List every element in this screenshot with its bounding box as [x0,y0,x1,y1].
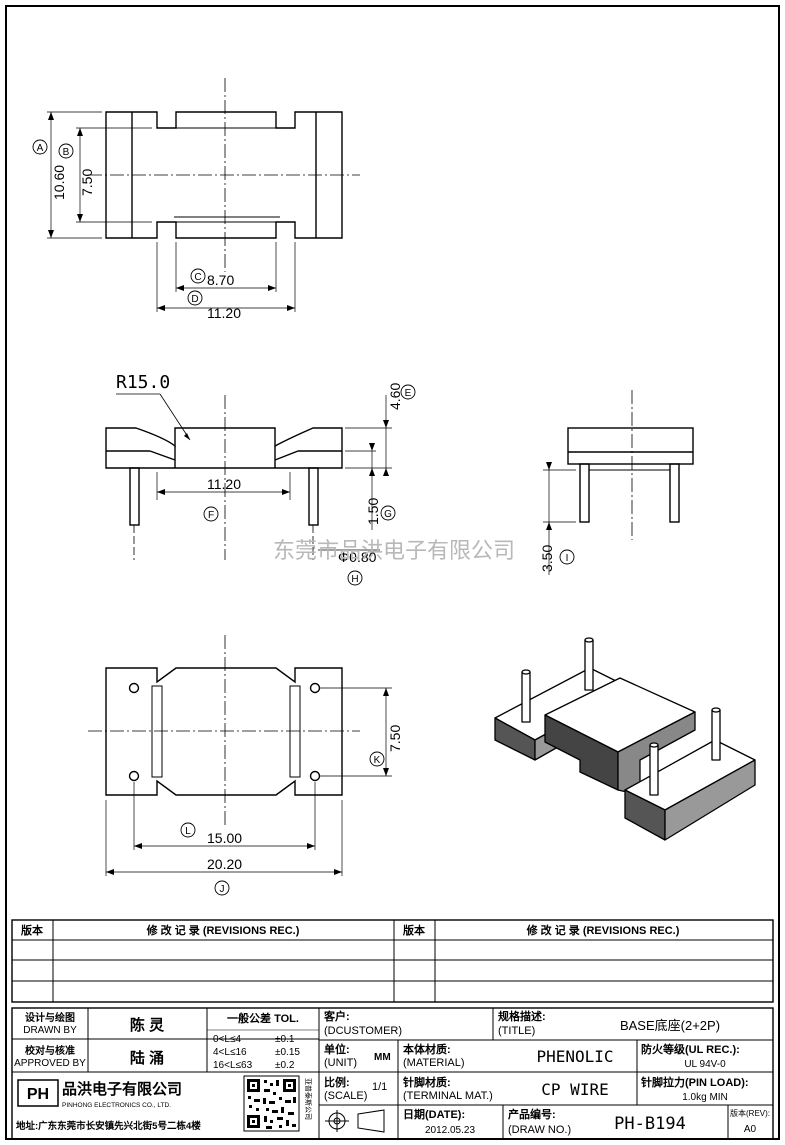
top-view-balloons [32,139,206,306]
qr-caption: 亚普泰斯公司 [304,1078,313,1120]
front-view-balloons [203,384,416,586]
designer-name: 陈 灵 [130,1016,165,1034]
dim-f-value: 11.20 [207,476,241,492]
sheet-border [5,5,780,1140]
watermark: 东莞市品洪电子有限公司 [273,538,515,563]
company-logo: PH [17,1079,59,1107]
fire-rating-label: 防火等级(UL REC.): [641,1042,740,1056]
dim-h-value: Φ0.80 [338,549,377,565]
material-value: PHENOLIC [536,1047,613,1066]
rev-label: 版本(REV): [730,1108,770,1118]
tolerance-title: 一般公差 TOL. [227,1011,299,1025]
dim-e-value: 4.60 [387,383,403,410]
scale-label-en: (SCALE) [324,1090,367,1102]
terminal-value: CP WIRE [541,1080,608,1099]
approver-label-cn: 校对与核准 [25,1044,75,1057]
tol-value-3: ±0.2 [275,1060,295,1071]
balloon-e: E [405,388,412,399]
unit-value: MM [374,1052,391,1063]
company-logo-text: PH [27,1086,49,1103]
rev-col-record-1: 修 改 记 录 (REVISIONS REC.) [146,923,300,937]
balloon-f: F [208,510,214,521]
title-label-en: (TITLE) [498,1025,535,1037]
company-name: 品洪电子有限公司 [62,1080,182,1098]
dim-d-value: 11.20 [207,305,241,321]
radius-label: R15.0 [116,372,170,393]
dim-k-value: 7.50 [387,725,403,752]
rev-col-version-1: 版本 [21,923,43,937]
designer-label-en: DRAWN BY [23,1025,77,1036]
terminal-label-en: (TERMINAL MAT.) [403,1090,493,1102]
drawno-value: PH-B194 [614,1114,686,1134]
tol-range-2: 4<L≤16 [213,1047,247,1058]
rev-value: A0 [744,1124,757,1135]
pinload-label: 针脚拉力(PIN LOAD): [641,1075,749,1089]
balloon-h: H [351,574,358,585]
customer-label-en: (DCUSTOMER) [324,1025,402,1037]
balloon-k: K [374,755,381,766]
projection-symbol-icon [325,1109,385,1133]
bottom-view-balloons [180,751,385,896]
approver-label-en: APPROVED BY [14,1058,86,1069]
balloon-c: C [194,272,201,283]
approver-name: 陆 涌 [130,1050,164,1067]
terminal-label: 针脚材质: [403,1075,451,1089]
front-view [105,393,392,560]
front-view-arrows [157,420,389,495]
unit-label-en: (UNIT) [324,1057,357,1069]
rev-col-record-2: 修 改 记 录 (REVISIONS REC.) [526,923,680,937]
isometric-view [494,637,756,841]
balloon-d: D [191,294,198,305]
fire-rating-value: UL 94V-0 [684,1059,726,1070]
title-value: BASE底座(2+2P) [620,1018,720,1033]
title-block-grid [11,1007,774,1140]
pinload-value: 1.0kg MIN [682,1092,728,1103]
tol-range-1: 0<L≤4 [213,1034,241,1045]
date-value: 2012.05.23 [425,1125,475,1136]
top-view [47,78,360,312]
company-name-en: PINHONG ELECTRONICS CO., LTD. [62,1102,171,1109]
bottom-view-arrows [106,688,389,875]
dim-g-value: 1.50 [365,498,381,525]
balloon-j: J [220,884,225,895]
scale-value: 1/1 [372,1081,387,1093]
dim-c-value: 8.70 [207,272,234,288]
dim-l-value: 15.00 [207,830,242,846]
top-view-arrows [48,112,295,311]
unit-label: 单位: [324,1042,350,1056]
date-label: 日期(DATE): [403,1107,465,1121]
revisions-table [11,919,774,1003]
company-address: 地址:广东东莞市长安镇先兴北街5号二栋4楼 [16,1120,201,1132]
balloon-a: A [37,143,44,154]
rev-col-version-2: 版本 [403,923,425,937]
drawno-label: 产品编号: [508,1107,556,1121]
side-view [543,390,694,575]
balloon-i: I [566,553,569,564]
tol-range-3: 16<L≤63 [213,1060,253,1071]
dim-i-value: 3.50 [539,545,555,572]
title-label: 规格描述: [498,1009,546,1023]
material-label: 本体材质: [403,1042,451,1056]
tol-value-2: ±0.15 [275,1047,300,1058]
drawno-label-en: (DRAW NO.) [508,1124,571,1136]
bottom-view [88,635,392,876]
dim-b-value: 7.50 [79,169,95,196]
balloon-g: G [384,509,392,520]
dim-a-value: 10.60 [51,165,67,200]
dim-j-value: 20.20 [207,856,242,872]
material-label-en: (MATERIAL) [403,1057,465,1069]
tol-value-1: ±0.1 [275,1034,295,1045]
designer-label-cn: 设计与绘图 [25,1011,75,1024]
balloon-b: B [63,147,70,158]
qr-code-icon [243,1075,300,1132]
customer-label: 客户: [323,1009,350,1023]
balloon-i-circle [559,549,575,565]
scale-label: 比例: [324,1075,350,1089]
balloon-l: L [185,826,191,837]
